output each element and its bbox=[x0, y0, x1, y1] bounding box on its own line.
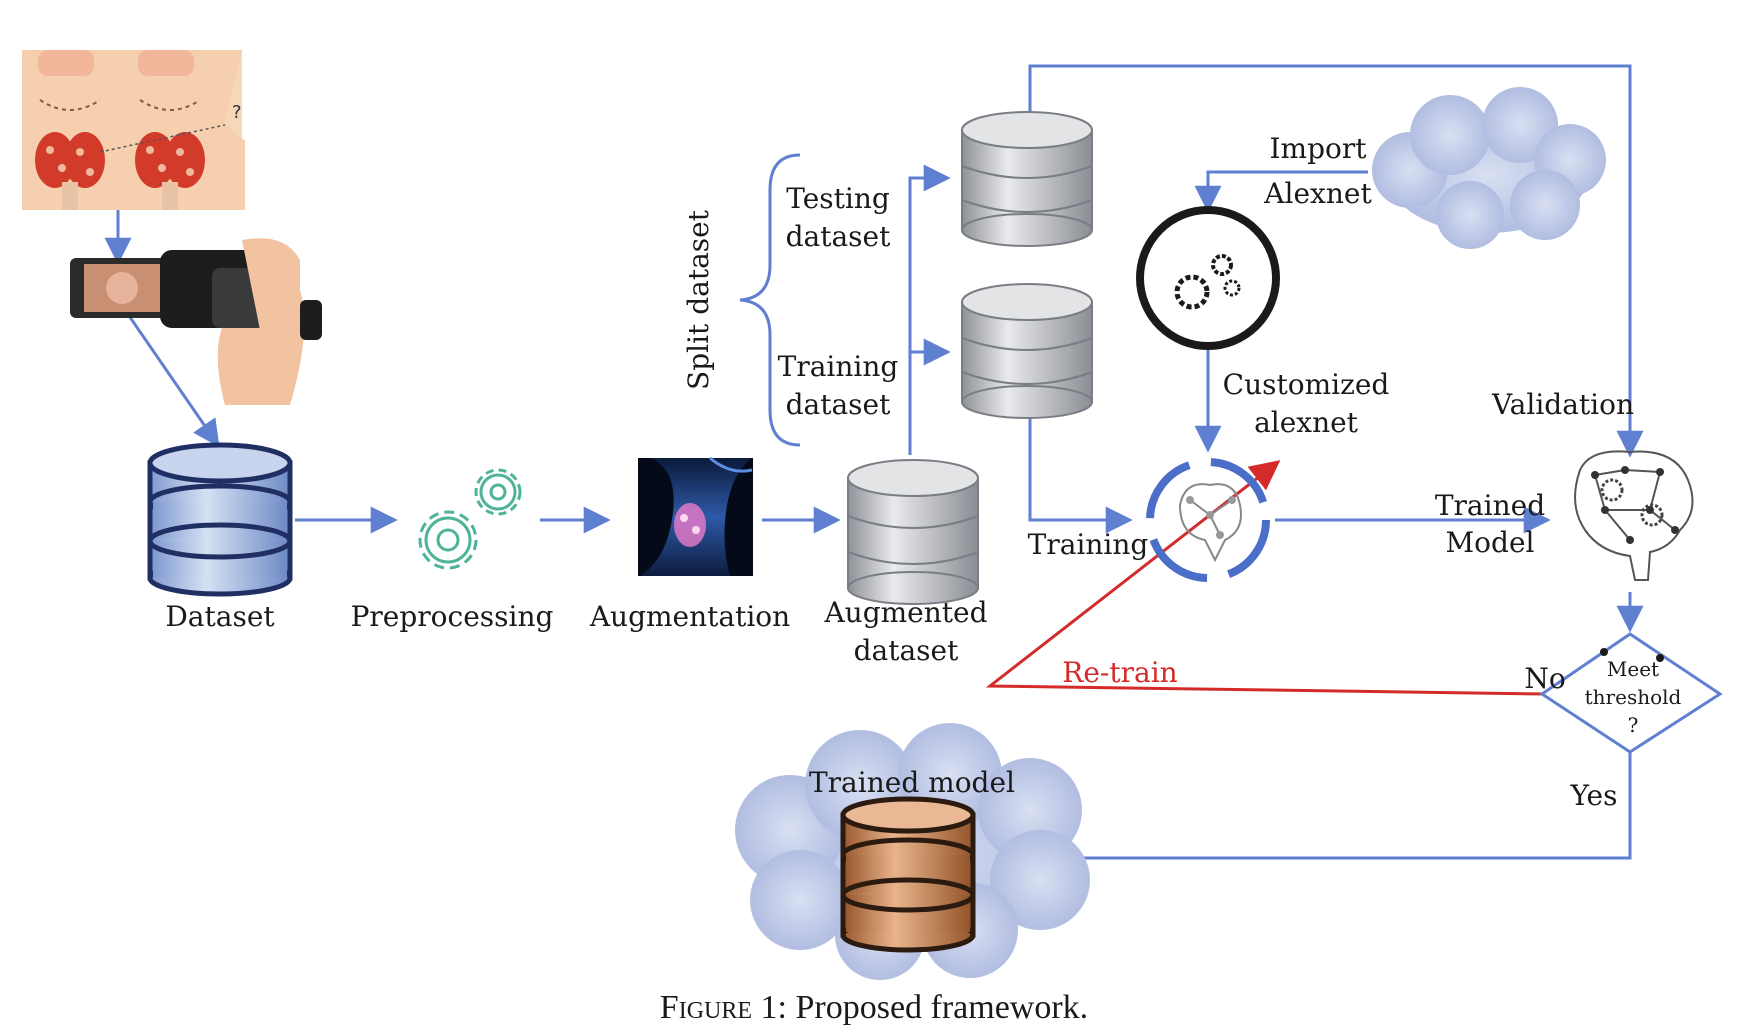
dataset-label: Dataset bbox=[165, 600, 275, 633]
arrow-split-to-testing bbox=[908, 164, 951, 455]
no-label: No bbox=[1524, 662, 1565, 695]
alexnet-label: Alexnet bbox=[1263, 177, 1372, 210]
figure-caption: Figure 1: Proposed framework. bbox=[660, 989, 1088, 1026]
trained-model-database-icon bbox=[840, 796, 976, 953]
gear-icon bbox=[418, 468, 522, 570]
dataset-database-icon bbox=[147, 442, 293, 597]
preprocessing-label: Preprocessing bbox=[351, 600, 554, 633]
caption-text: Proposed framework. bbox=[795, 989, 1088, 1026]
labels: Dataset Preprocessing Augmentation Augme… bbox=[165, 132, 1681, 812]
training-database-icon bbox=[961, 283, 1093, 419]
caption-prefix: Figure 1: bbox=[660, 989, 787, 1026]
testing-database-icon bbox=[961, 111, 1093, 247]
testing-dataset-label-1: Testing bbox=[786, 182, 890, 215]
arrow-import-to-gear bbox=[1194, 170, 1368, 213]
training-dataset-label-1: Training bbox=[778, 350, 899, 383]
testing-dataset-label-2: dataset bbox=[786, 220, 892, 253]
thyroid-illustration: ? bbox=[22, 50, 245, 210]
trained-model-label-1: Trained bbox=[1435, 489, 1545, 522]
meet-threshold-label-1: Meet bbox=[1607, 657, 1659, 681]
import-label: Import bbox=[1269, 132, 1367, 165]
arrow-training-to-model bbox=[1028, 415, 1133, 534]
retrain-loop bbox=[985, 460, 1546, 696]
training-dataset-label-2: dataset bbox=[786, 388, 892, 421]
augmentation-image bbox=[638, 456, 753, 576]
settings-icon bbox=[1136, 206, 1280, 350]
validation-brain-icon bbox=[1574, 450, 1694, 581]
meet-threshold-label-2: threshold bbox=[1585, 685, 1682, 709]
split-dataset-label: Split dataset bbox=[682, 209, 715, 390]
augmented-dataset-database-icon bbox=[847, 459, 979, 605]
arrow-camera-to-dataset bbox=[123, 309, 220, 448]
arrow-testing-to-validation bbox=[1028, 64, 1644, 458]
meet-threshold-label-3: ? bbox=[1628, 713, 1639, 737]
trained-model-label-2: Model bbox=[1446, 526, 1535, 559]
augmentation-label: Augmentation bbox=[589, 600, 790, 633]
augmented-dataset-label-1: Augmented bbox=[823, 596, 987, 629]
augmented-dataset-label-2: dataset bbox=[854, 634, 960, 667]
training-label: Training bbox=[1028, 528, 1149, 561]
decision-diamond bbox=[1539, 632, 1723, 754]
camera-icon bbox=[70, 238, 322, 405]
customized-alexnet-icon bbox=[1146, 458, 1270, 582]
import-cloud-icon bbox=[1372, 87, 1606, 249]
arrow-yes-to-trained-model bbox=[982, 752, 1632, 872]
split-brace bbox=[739, 153, 801, 447]
connectors bbox=[104, 64, 1644, 872]
yes-label: Yes bbox=[1570, 779, 1618, 812]
trained-model-cloud-label: Trained model bbox=[809, 766, 1015, 799]
customized-alexnet-label-1: Customized bbox=[1223, 368, 1390, 401]
svg-text:?: ? bbox=[232, 102, 242, 123]
validation-label: Validation bbox=[1491, 388, 1634, 421]
customized-alexnet-label-2: alexnet bbox=[1254, 406, 1359, 439]
retrain-label: Re-train bbox=[1062, 656, 1177, 689]
